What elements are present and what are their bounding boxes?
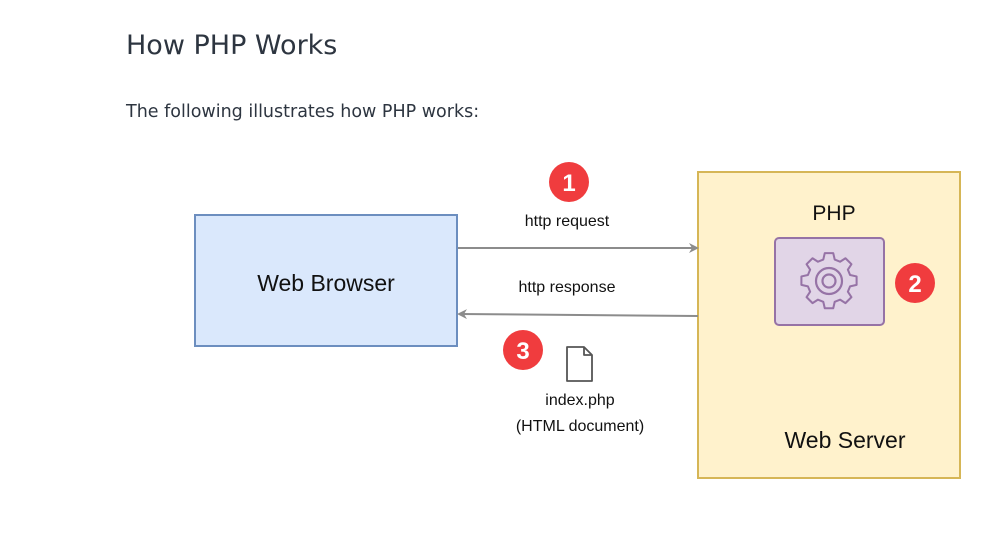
intro-text: The following illustrates how PHP works:	[126, 102, 480, 122]
web-server-node: PHP Web Server	[697, 171, 961, 479]
http-request-label: http request	[525, 213, 610, 230]
php-engine-box	[774, 237, 885, 326]
document-icon	[566, 346, 593, 382]
http-request-connector: http request	[458, 213, 699, 253]
page-title: How PHP Works	[126, 30, 338, 61]
step-badge-1-number: 1	[562, 170, 575, 197]
http-response-arrow	[457, 309, 699, 320]
gear-icon	[800, 252, 858, 310]
web-browser-label: Web Browser	[257, 270, 395, 296]
web-server-label: Web Server	[784, 427, 905, 453]
http-response-label: http response	[519, 279, 616, 296]
web-server-box	[697, 171, 961, 479]
document-name: index.php	[545, 392, 614, 409]
php-label: PHP	[812, 202, 855, 225]
http-response-connector: http response	[457, 279, 699, 320]
step-badge-3: 3	[503, 330, 543, 370]
step-badge-2: 2	[895, 263, 935, 303]
web-browser-box	[194, 214, 458, 347]
web-browser-node: Web Browser	[194, 214, 458, 347]
step-badge-3-number: 3	[516, 338, 529, 365]
document-description: (HTML document)	[516, 418, 644, 435]
step-badge-2-number: 2	[908, 271, 921, 298]
step-badge-1: 1	[549, 162, 589, 202]
